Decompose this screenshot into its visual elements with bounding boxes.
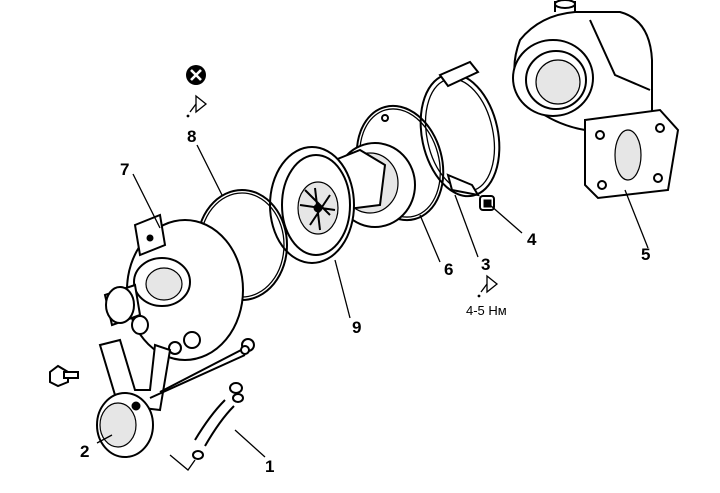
part-1-hose — [192, 382, 244, 460]
callout-5: 5 — [641, 245, 650, 264]
torque-spec-label: 4-5 Нм — [466, 303, 507, 318]
part-5-exhaust-housing — [512, 0, 680, 200]
callout-3: 3 — [481, 255, 490, 274]
oil-can-icon — [186, 94, 208, 118]
part-7-compressor-housing — [103, 213, 255, 361]
callout-6: 6 — [444, 260, 453, 279]
callout-9: 9 — [352, 318, 361, 337]
oil-can-icon — [477, 274, 499, 298]
callout-2: 2 — [80, 442, 89, 461]
leader-lines — [96, 144, 649, 458]
callout-1: 1 — [265, 457, 274, 476]
part-9-cartridge — [269, 142, 416, 264]
callout-8: 8 — [187, 127, 196, 146]
circled-x-icon — [186, 65, 206, 85]
part-4-v-band-clamp — [419, 60, 501, 211]
callout-4: 4 — [527, 230, 537, 249]
part-2-wastegate-actuator — [49, 338, 250, 471]
callout-7: 7 — [120, 160, 129, 179]
